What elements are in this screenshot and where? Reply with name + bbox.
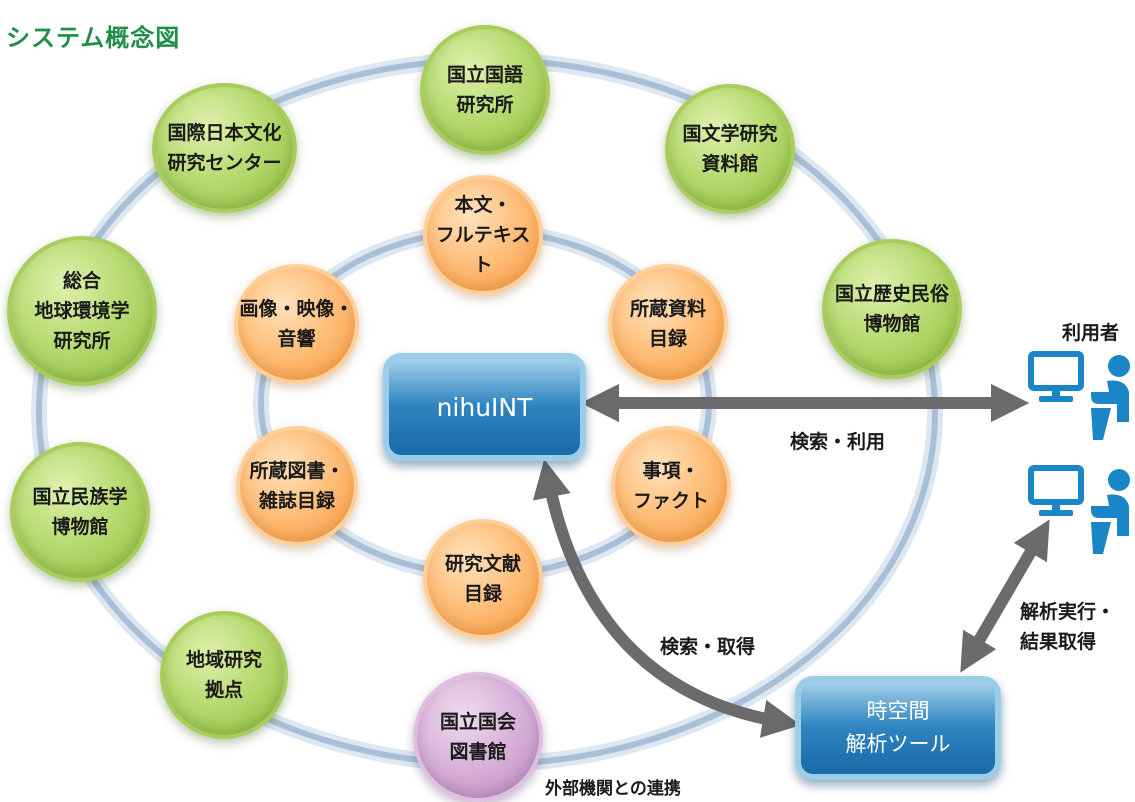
institution-label-line: 国立国語 xyxy=(446,64,523,86)
datatype-label-line: 所蔵図書・ xyxy=(249,460,345,482)
institution-label: 国立民族学 博物館 xyxy=(32,482,127,542)
institution-label-line: 国立歴史民俗 xyxy=(834,283,949,305)
institution-label: 国文学研究 資料館 xyxy=(682,119,777,179)
datatype-label-line: 所蔵資料 xyxy=(629,298,706,320)
datatype-label-line: ファクト xyxy=(632,490,709,512)
datatype-label: 所蔵資料 目録 xyxy=(630,294,706,354)
datatype-media: 画像・映像・ 音響 xyxy=(234,264,359,384)
datatype-label-line: 雑誌目録 xyxy=(258,490,335,512)
tool-label-line: 解析ツール xyxy=(845,732,951,756)
institution-label: 国際日本文化 研究センター xyxy=(167,118,281,178)
institution-label-line: 図書館 xyxy=(449,741,507,763)
institution-label-line: 総合 xyxy=(62,270,101,292)
user-computer-icon xyxy=(1028,465,1130,554)
institution-label-line: 拠点 xyxy=(204,679,243,701)
institution-area-studies: 地域研究 拠点 xyxy=(160,611,288,739)
datatype-label-line: 本文・ xyxy=(454,194,512,216)
nihuint-label: nihuINT xyxy=(436,392,533,422)
datatype-label: 所蔵図書・ 雑誌目録 xyxy=(249,456,344,516)
diagram-title: システム概念図 xyxy=(6,24,181,52)
tool-label: 時空間 解析ツール xyxy=(846,695,951,761)
institution-label-line: 地域研究 xyxy=(185,649,262,671)
users-label: 利用者 xyxy=(1062,322,1120,344)
search-use-label: 検索・利用 xyxy=(790,431,886,453)
institution-label-line: 国文学研究 xyxy=(682,123,778,145)
institution-label-line: 博物館 xyxy=(863,313,921,335)
datatype-label-line: 音響 xyxy=(277,328,316,350)
datatype-label: 画像・映像・ 音響 xyxy=(239,294,353,354)
institution-label: 総合 地球環境学 研究所 xyxy=(34,266,129,356)
institution-label: 国立国語 研究所 xyxy=(447,60,523,120)
institution-label: 国立国会 図書館 xyxy=(440,707,516,767)
institution-label-line: 博物館 xyxy=(51,516,109,538)
institution-nichibunken: 国際日本文化 研究センター xyxy=(152,83,297,213)
institution-minpaku: 国立民族学 博物館 xyxy=(10,442,150,582)
datatype-label: 研究文献 目録 xyxy=(445,549,521,609)
datatype-literature: 研究文献 目録 xyxy=(423,519,543,639)
analysis-label: 解析実行・ 結果取得 xyxy=(1020,597,1115,657)
datatype-label-line: 事項・ xyxy=(642,460,700,482)
institution-label-line: 地球環境学 xyxy=(34,300,130,322)
institution-ndl: 国立国会 図書館 xyxy=(413,672,543,802)
nihuint-box: nihuINT xyxy=(383,353,586,461)
institution-label-line: 研究所 xyxy=(456,94,514,116)
datatype-label-line: 目録 xyxy=(463,583,502,605)
datatype-label: 事項・ ファクト xyxy=(633,456,709,516)
datatype-facts: 事項・ ファクト xyxy=(611,426,731,546)
datatype-label-line: フルテキスト xyxy=(435,224,531,276)
datatype-label-line: 目録 xyxy=(648,328,687,350)
institution-label-line: 資料館 xyxy=(701,153,759,175)
datatype-books-journals: 所蔵図書・ 雑誌目録 xyxy=(236,426,358,546)
institution-rekihaku: 国立歴史民俗 博物館 xyxy=(822,239,962,379)
external-collab-label: 外部機関との連携 xyxy=(545,779,681,799)
institution-label-line: 国立国会 xyxy=(439,711,516,733)
institution-label-line: 国際日本文化 xyxy=(167,122,282,144)
analysis-arrow xyxy=(960,519,1050,673)
institution-label: 国立歴史民俗 博物館 xyxy=(835,279,949,339)
institution-label-line: 国立民族学 xyxy=(32,486,128,508)
analysis-label-line: 解析実行・ xyxy=(1020,601,1116,623)
tool-label-line: 時空間 xyxy=(866,699,930,723)
institution-label-line: 研究所 xyxy=(53,330,111,352)
institution-ninjal: 国立国語 研究所 xyxy=(420,25,550,155)
spatiotemporal-tool-box: 時空間 解析ツール xyxy=(795,676,1001,780)
datatype-label-line: 画像・映像・ xyxy=(239,298,354,320)
institution-label: 地域研究 拠点 xyxy=(186,645,262,705)
institution-nijl: 国文学研究 資料館 xyxy=(665,84,795,214)
institution-label-line: 研究センター xyxy=(167,152,282,174)
analysis-label-line: 結果取得 xyxy=(1020,631,1097,653)
user-computer-icon xyxy=(1028,351,1130,440)
datatype-label: 本文・ フルテキスト xyxy=(427,190,539,280)
institution-chikyuken: 総合 地球環境学 研究所 xyxy=(7,236,157,386)
datatype-label-line: 研究文献 xyxy=(444,553,521,575)
search-get-label: 検索・取得 xyxy=(660,636,756,658)
search-get-arrow xyxy=(532,459,801,738)
datatype-fulltext: 本文・ フルテキスト xyxy=(423,175,543,295)
datatype-catalog: 所蔵資料 目録 xyxy=(608,264,728,384)
